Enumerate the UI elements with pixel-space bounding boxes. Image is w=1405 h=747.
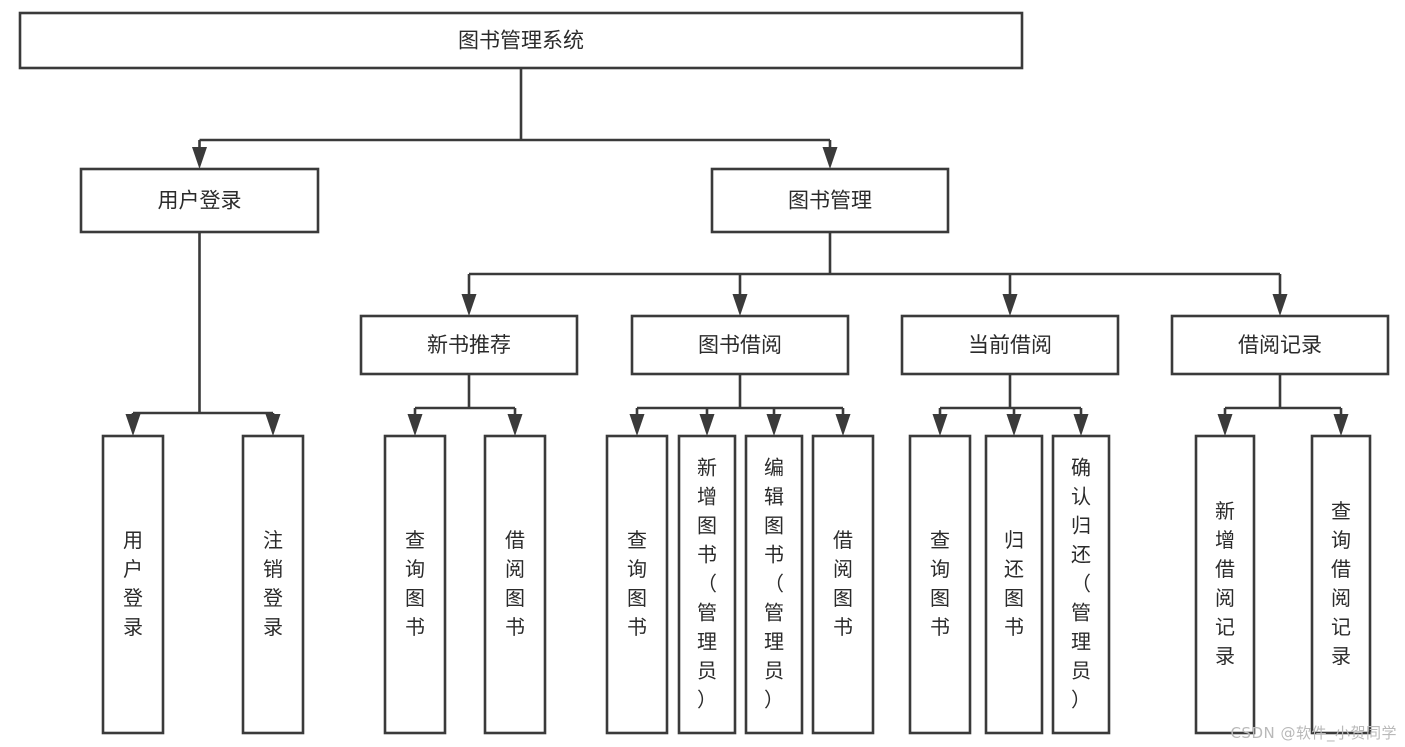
arrow-head-icon	[766, 414, 782, 436]
edge-layer	[125, 68, 1349, 436]
node-leaf-confirm-return[interactable]: 确认归还（管理员）	[1051, 434, 1111, 735]
arrow-head-icon	[822, 147, 838, 169]
arrow-head-icon	[1217, 414, 1233, 436]
node-leaf-user-login[interactable]: 用户登录	[101, 434, 165, 735]
node-leaf-edit-book[interactable]: 编辑图书（管理员）	[744, 434, 804, 735]
node-label-leaf-query-record: 查询借阅记录	[1331, 499, 1351, 668]
node-current-borrow[interactable]: 当前借阅	[900, 314, 1120, 376]
connector-group-new-book-recommend	[407, 374, 523, 436]
node-box-borrow-record[interactable]	[1170, 314, 1390, 376]
node-box-leaf-add-record[interactable]	[1194, 434, 1256, 735]
node-leaf-borrow-book-2[interactable]: 借阅图书	[811, 434, 875, 735]
arrow-head-icon	[835, 414, 851, 436]
node-label-leaf-borrow-book-2: 借阅图书	[833, 528, 853, 639]
arrow-head-icon	[699, 414, 715, 436]
node-book-borrow[interactable]: 图书借阅	[630, 314, 850, 376]
node-borrow-record[interactable]: 借阅记录	[1170, 314, 1390, 376]
node-book-manage[interactable]: 图书管理	[710, 167, 950, 234]
node-box-leaf-edit-book[interactable]	[744, 434, 804, 735]
node-user-login[interactable]: 用户登录	[79, 167, 320, 234]
node-box-leaf-return-book[interactable]	[984, 434, 1044, 735]
node-box-book-manage[interactable]	[710, 167, 950, 234]
node-box-current-borrow[interactable]	[900, 314, 1120, 376]
node-label-leaf-add-record: 新增借阅记录	[1215, 499, 1235, 668]
node-label-leaf-edit-book: 编辑图书（管理员）	[764, 455, 784, 711]
node-box-new-book-recommend[interactable]	[359, 314, 579, 376]
node-box-leaf-query-book-1[interactable]	[383, 434, 447, 735]
node-label-leaf-query-book-2: 查询图书	[627, 528, 647, 639]
node-label-leaf-query-book-3: 查询图书	[930, 528, 950, 639]
arrow-head-icon	[125, 414, 141, 436]
node-box-leaf-confirm-return[interactable]	[1051, 434, 1111, 735]
node-box-book-borrow[interactable]	[630, 314, 850, 376]
node-label-current-borrow: 当前借阅	[968, 333, 1052, 357]
node-label-root: 图书管理系统	[458, 29, 584, 53]
arrow-head-icon	[1002, 294, 1018, 316]
node-label-leaf-borrow-book-1: 借阅图书	[505, 528, 525, 639]
node-leaf-borrow-book-1[interactable]: 借阅图书	[483, 434, 547, 735]
node-box-leaf-user-login[interactable]	[101, 434, 165, 735]
arrow-head-icon	[507, 414, 523, 436]
node-label-leaf-return-book: 归还图书	[1004, 528, 1024, 639]
arrow-head-icon	[1272, 294, 1288, 316]
node-box-leaf-borrow-book-2[interactable]	[811, 434, 875, 735]
node-leaf-add-book[interactable]: 新增图书（管理员）	[677, 434, 737, 735]
node-box-user-login[interactable]	[79, 167, 320, 234]
node-root[interactable]: 图书管理系统	[18, 11, 1024, 70]
node-leaf-add-record[interactable]: 新增借阅记录	[1194, 434, 1256, 735]
node-leaf-query-book-3[interactable]: 查询图书	[908, 434, 972, 735]
connector-group-book-borrow	[629, 374, 851, 436]
node-box-leaf-query-record[interactable]	[1310, 434, 1372, 735]
node-label-book-borrow: 图书借阅	[698, 333, 782, 357]
node-label-book-manage: 图书管理	[788, 189, 872, 213]
node-label-leaf-confirm-return: 确认归还（管理员）	[1071, 455, 1091, 711]
arrow-head-icon	[265, 414, 281, 436]
node-layer: 图书管理系统用户登录图书管理新书推荐图书借阅当前借阅借阅记录用户登录注销登录查询…	[18, 11, 1390, 735]
node-label-leaf-query-book-1: 查询图书	[405, 528, 425, 639]
node-label-borrow-record: 借阅记录	[1238, 333, 1322, 357]
node-leaf-return-book[interactable]: 归还图书	[984, 434, 1044, 735]
connector-group-book-manage	[461, 232, 1288, 316]
node-box-leaf-query-book-2[interactable]	[605, 434, 669, 735]
node-label-leaf-add-book: 新增图书（管理员）	[697, 455, 717, 711]
node-label-leaf-user-login: 用户登录	[123, 528, 143, 639]
arrow-head-icon	[407, 414, 423, 436]
node-label-new-book-recommend: 新书推荐	[427, 333, 511, 357]
connector-group-root	[192, 68, 838, 169]
node-box-leaf-user-logout[interactable]	[241, 434, 305, 735]
arrow-head-icon	[1333, 414, 1349, 436]
node-box-leaf-query-book-3[interactable]	[908, 434, 972, 735]
arrow-head-icon	[461, 294, 477, 316]
arrow-head-icon	[1073, 414, 1089, 436]
node-box-leaf-add-book[interactable]	[677, 434, 737, 735]
arrow-head-icon	[192, 147, 207, 169]
arrow-head-icon	[1006, 414, 1022, 436]
node-box-root[interactable]	[18, 11, 1024, 70]
node-label-user-login: 用户登录	[158, 189, 242, 213]
arrow-head-icon	[629, 414, 645, 436]
connector-group-user-login	[125, 232, 281, 436]
connector-group-borrow-record	[1217, 374, 1349, 436]
node-box-leaf-borrow-book-1[interactable]	[483, 434, 547, 735]
node-leaf-query-book-1[interactable]: 查询图书	[383, 434, 447, 735]
node-label-leaf-user-logout: 注销登录	[263, 528, 283, 639]
arrow-head-icon	[732, 294, 748, 316]
node-new-book-recommend[interactable]: 新书推荐	[359, 314, 579, 376]
node-leaf-query-book-2[interactable]: 查询图书	[605, 434, 669, 735]
connector-group-current-borrow	[932, 374, 1089, 436]
node-leaf-user-logout[interactable]: 注销登录	[241, 434, 305, 735]
arrow-head-icon	[932, 414, 948, 436]
watermark-label: CSDN @软件_小贺同学	[1230, 724, 1397, 742]
node-leaf-query-record[interactable]: 查询借阅记录	[1310, 434, 1372, 735]
